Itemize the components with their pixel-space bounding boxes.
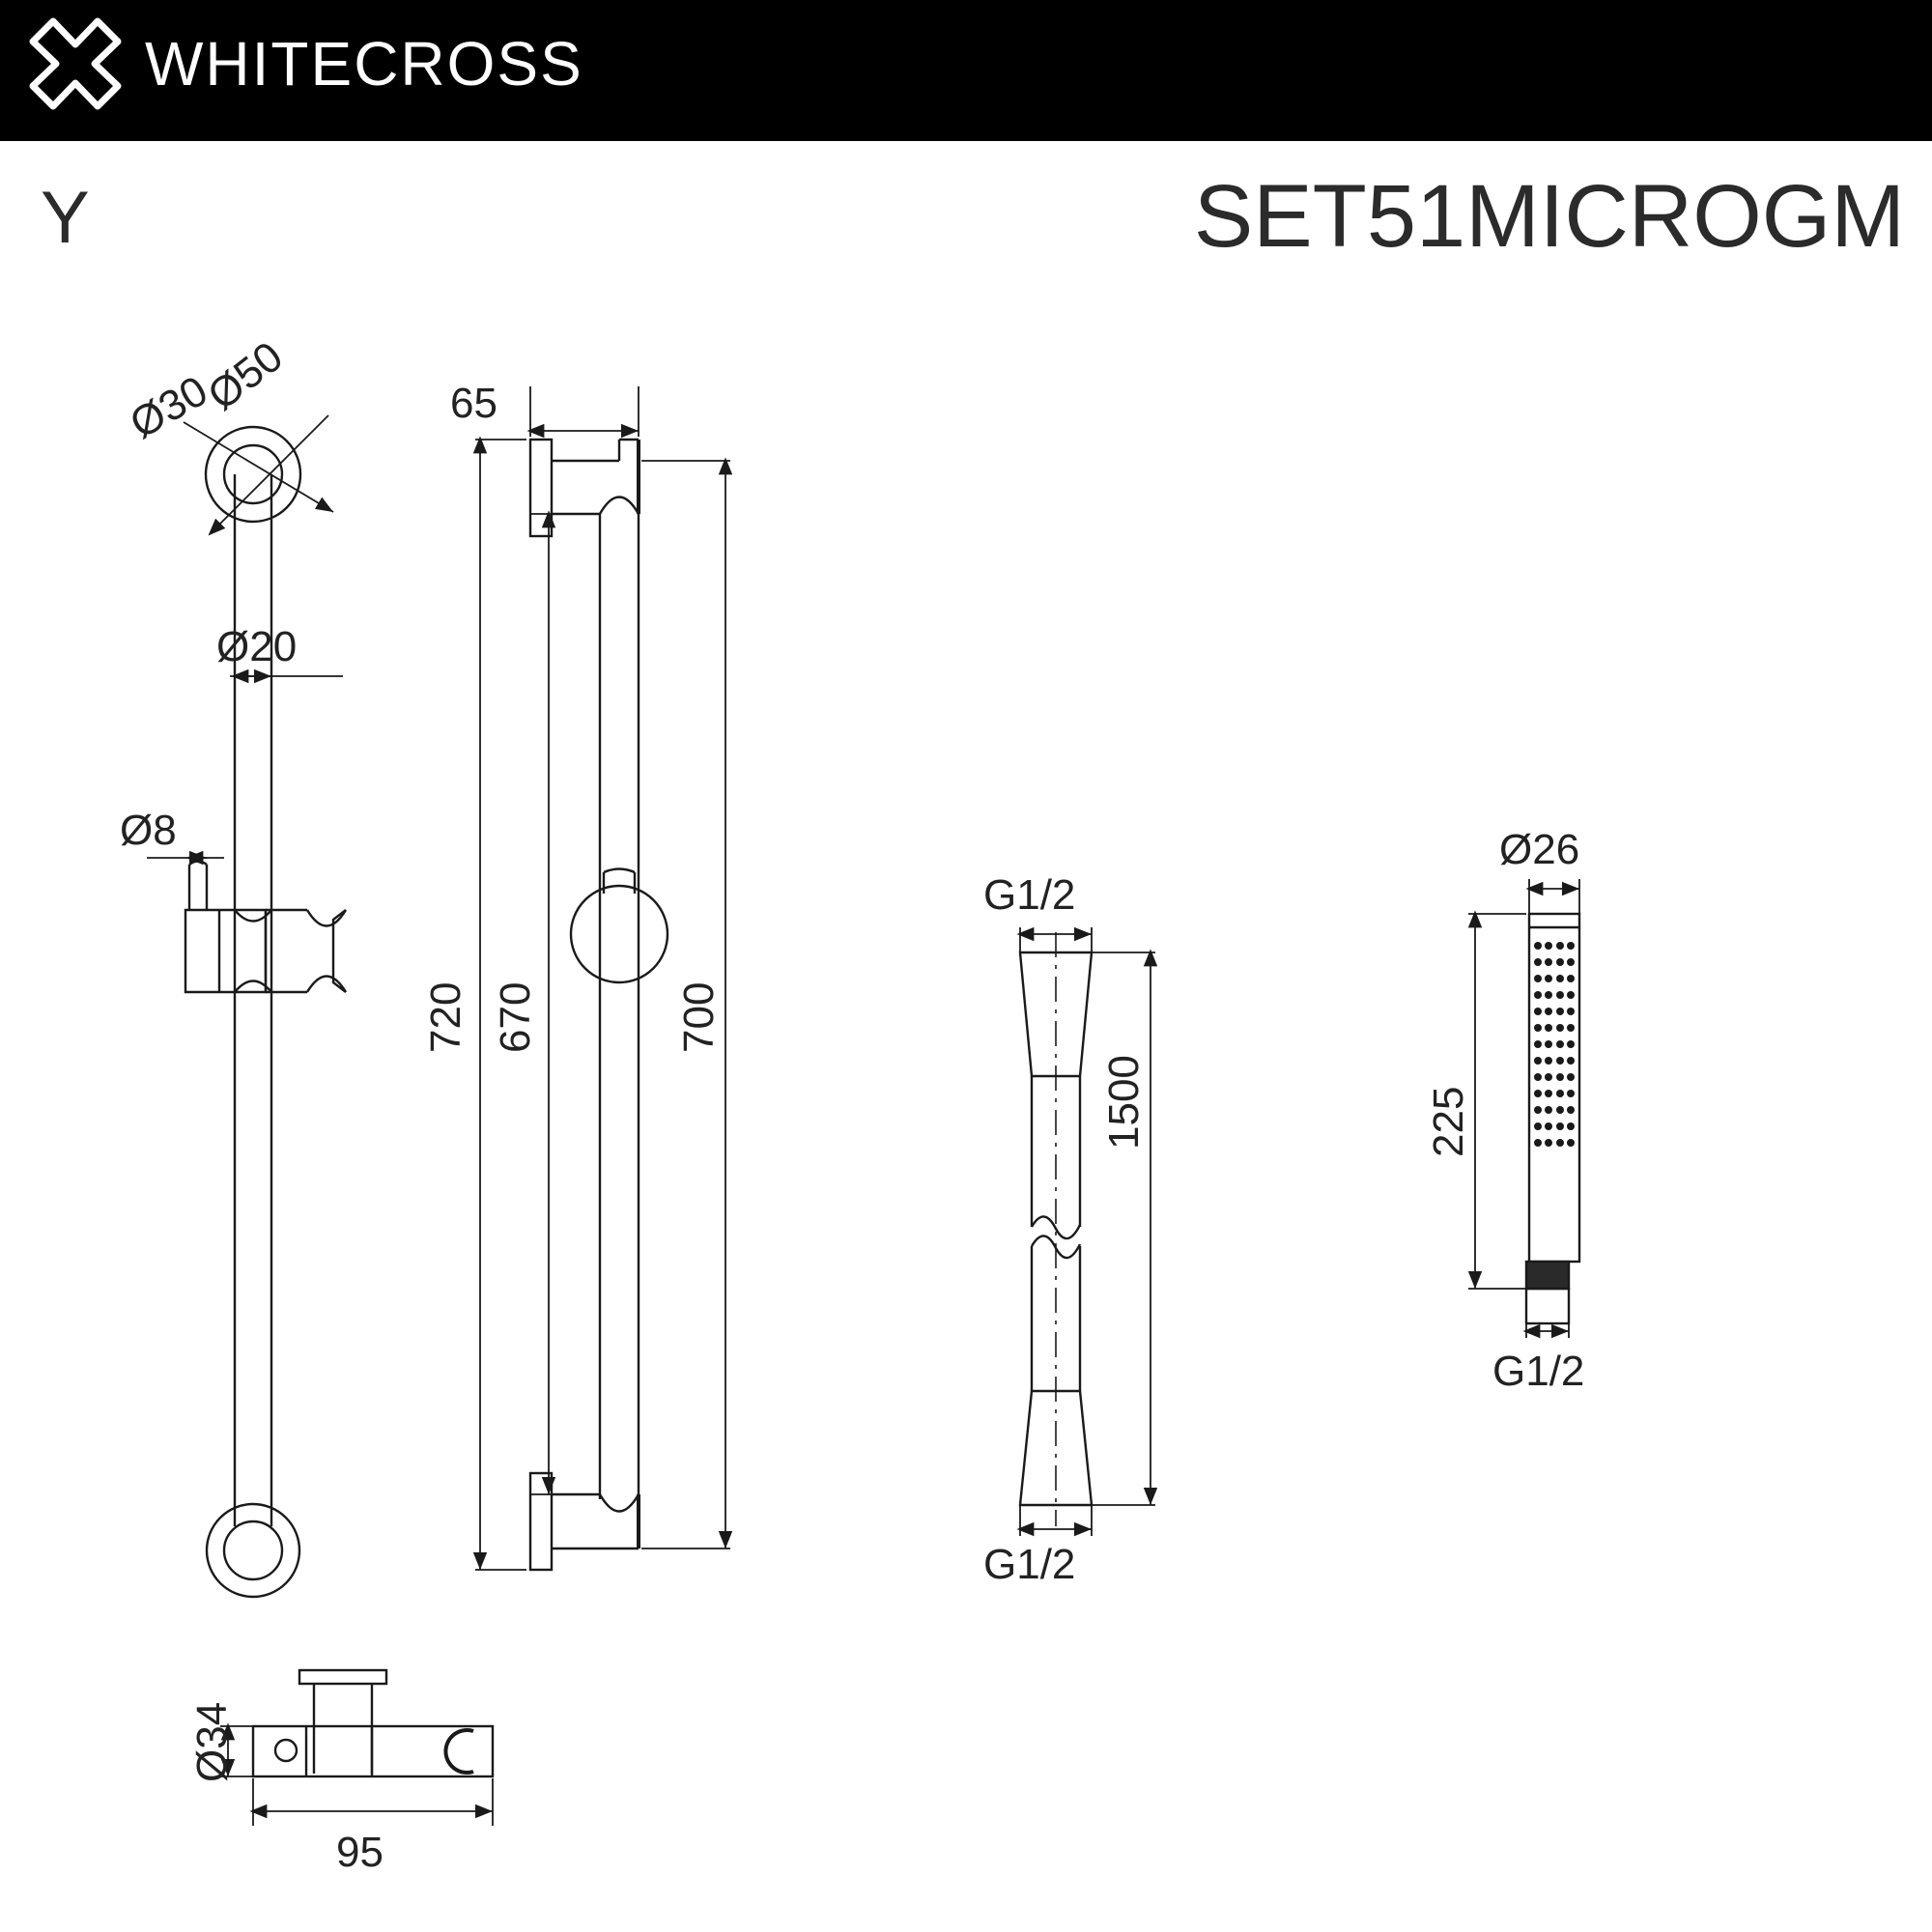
dim-label-g12-wand: G1/2 bbox=[1492, 1348, 1585, 1395]
dim-label-d26: Ø26 bbox=[1499, 826, 1580, 873]
hose-bottom-thread-dimension bbox=[1016, 1503, 1093, 1537]
dim-label-d34: Ø34 bbox=[188, 1701, 236, 1782]
dim-label-700: 700 bbox=[675, 981, 723, 1053]
holder-screw-hole bbox=[273, 1738, 298, 1763]
revision-mark: Y bbox=[41, 177, 90, 259]
slider-side-pin bbox=[602, 872, 637, 894]
bottom-ring-outer-circle bbox=[205, 1502, 301, 1599]
dim-label-95: 95 bbox=[336, 1829, 384, 1876]
shower-hose-view bbox=[1018, 932, 1094, 1526]
dim-label-720: 720 bbox=[422, 981, 469, 1053]
brand-name: WHITECROSS bbox=[145, 29, 583, 99]
d30-leader bbox=[183, 421, 334, 513]
header-bar: WHITECROSS bbox=[0, 0, 1932, 141]
wand-thread-band bbox=[1524, 1260, 1571, 1291]
slide-rail-side-view bbox=[528, 438, 669, 1572]
wand-thread-dimension bbox=[1522, 1314, 1570, 1339]
top-flange-outer-circle bbox=[204, 425, 302, 524]
wand-thread-tip bbox=[1524, 1287, 1571, 1325]
top-flange-inner-circle bbox=[222, 443, 284, 505]
h670-dimension bbox=[529, 510, 597, 1495]
h720-dimension bbox=[472, 436, 526, 1571]
bottom-ring-inner-circle bbox=[222, 1520, 284, 1581]
holder-top-cap bbox=[298, 1668, 388, 1686]
h700-dimension bbox=[641, 457, 733, 1549]
h225-dimension bbox=[1467, 910, 1526, 1290]
slider-waist-bottom bbox=[305, 975, 348, 993]
dim-label-g12-top: G1/2 bbox=[983, 871, 1076, 919]
hand-shower-view bbox=[1524, 912, 1581, 1325]
w65-dimension bbox=[526, 386, 639, 439]
dim-label-d8: Ø8 bbox=[120, 807, 177, 854]
dim-label-225: 225 bbox=[1425, 1086, 1472, 1157]
slider-base-block bbox=[184, 908, 268, 994]
page-title: SET51MICROGM bbox=[1193, 167, 1905, 266]
slide-rail-front-view bbox=[184, 425, 348, 1599]
d50-leader bbox=[208, 414, 329, 536]
dim-label-d20: Ø20 bbox=[216, 623, 298, 670]
slider-side-circle bbox=[569, 884, 669, 984]
cross-x-logo-icon bbox=[29, 17, 122, 110]
top-arm-fillet bbox=[598, 496, 640, 515]
w95-dimension bbox=[249, 1778, 494, 1826]
dim-label-670: 670 bbox=[492, 981, 539, 1053]
hose-length-dimension bbox=[1090, 949, 1158, 1506]
slider-holder-front bbox=[184, 860, 348, 994]
dim-label-65: 65 bbox=[450, 380, 497, 427]
d34-dimension bbox=[220, 1722, 257, 1777]
wand-body bbox=[1527, 912, 1581, 1264]
brand-logo: WHITECROSS bbox=[27, 15, 583, 112]
top-wall-plate bbox=[528, 438, 554, 538]
screw-pin bbox=[187, 865, 209, 910]
bottom-arm-fillet bbox=[598, 1493, 640, 1513]
dim-label-g12-bottom: G1/2 bbox=[983, 1541, 1076, 1588]
diameter-leaders bbox=[183, 414, 334, 536]
dim-label-1500: 1500 bbox=[1100, 1055, 1148, 1150]
d26-dimension bbox=[1525, 879, 1580, 918]
slider-waist-top bbox=[305, 909, 348, 927]
holder-cradle-c bbox=[443, 1728, 474, 1775]
bottom-wall-plate bbox=[528, 1471, 554, 1572]
hose-top-thread-dimension bbox=[1016, 926, 1093, 956]
shower-holder-detail-view bbox=[251, 1668, 495, 1778]
wand-spray-face-dots bbox=[1534, 942, 1575, 1147]
hose-break-upper bbox=[1030, 1215, 1082, 1240]
